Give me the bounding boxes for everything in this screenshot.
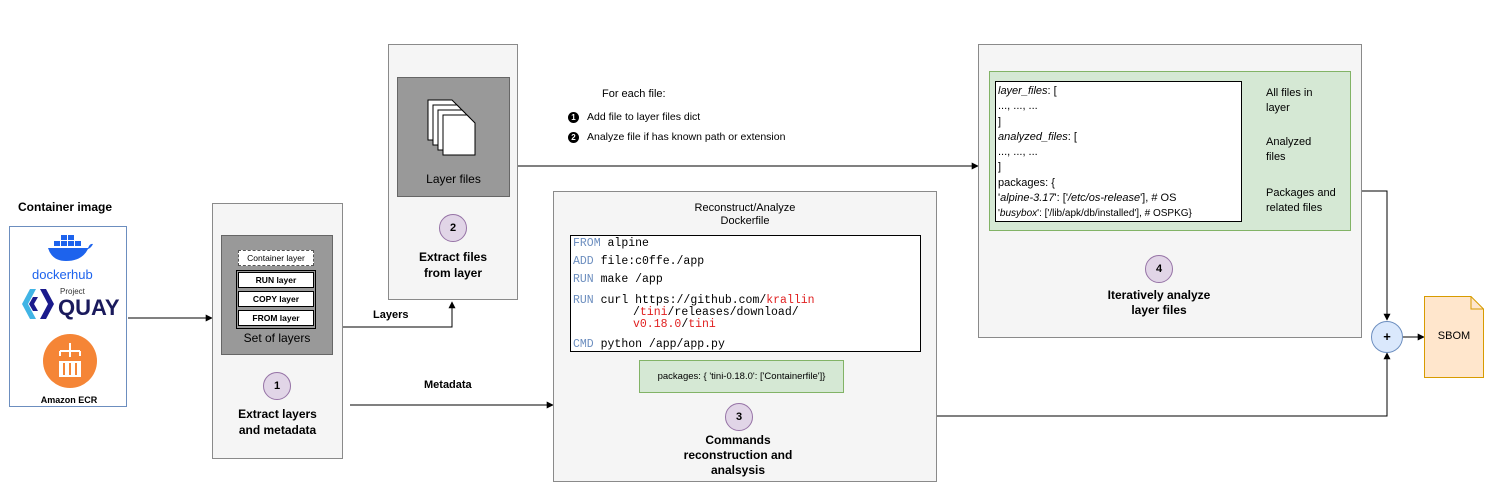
annotation-packages: Packages and related files — [1266, 186, 1336, 216]
step3-title-line3: analsysis — [710, 463, 766, 477]
bullet-2-icon: 2 — [568, 131, 579, 143]
annotation-all-files-line2: layer — [1266, 102, 1290, 114]
step2-title-line1: Extract files — [418, 250, 488, 264]
dict-line-5: ..., ..., ... — [998, 146, 1038, 159]
annotation-packages-line1: Packages and — [1266, 187, 1336, 199]
annotation-analyzed-files: Analyzed files — [1266, 135, 1311, 165]
dockerfile-box — [570, 235, 921, 352]
dockerfile-line-add: ADD file:c0ffe./app — [573, 255, 705, 268]
dict-line-7: packages: { — [998, 176, 1055, 189]
annotation-all-files: All files in layer — [1266, 86, 1312, 116]
step2-title-line2: from layer — [423, 266, 483, 280]
docker-whale-icon — [48, 235, 93, 261]
layer-files-label: Layer files — [426, 172, 481, 186]
dict-line-2: ..., ..., ... — [998, 100, 1038, 113]
layers-group — [236, 270, 316, 329]
for-each-title: For each file: — [602, 88, 666, 100]
copy-layer: COPY layer — [238, 291, 314, 307]
step4-title-line1: Iteratively analyze — [1107, 288, 1211, 302]
for-each-item-1: 1 Add file to layer files dict — [568, 111, 700, 123]
dockerfile-line-from: FROM alpine — [573, 237, 649, 250]
dockerfile-line-run2-cont1: /tini/releases/download/ — [633, 306, 799, 319]
dict-line-8: 'alpine-3.17': ['/etc/os-release'], # OS — [998, 192, 1177, 205]
files-stack-icon — [427, 99, 476, 156]
from-layer: FROM layer — [238, 310, 314, 326]
dict-line-9: 'busybox': ['/lib/apk/db/installed'], # … — [998, 208, 1192, 220]
dict-line-6: ] — [998, 161, 1002, 174]
dict-line-4: analyzed_files: [ — [998, 130, 1077, 143]
step4-title-line2: layer files — [1131, 303, 1187, 317]
step4-dict-box: layer_files: [ ..., ..., ... ] analyzed_… — [995, 81, 1242, 222]
step1-badge: 1 — [263, 372, 291, 400]
annotation-packages-line2: related files — [1266, 202, 1323, 214]
container-image-title: Container image — [18, 200, 113, 214]
annotation-analyzed-files-line1: Analyzed — [1266, 136, 1312, 148]
sbom-document-icon — [1424, 296, 1484, 378]
annotation-all-files-line1: All files in — [1266, 87, 1313, 99]
layers-edge-label: Layers — [373, 309, 409, 321]
step3-title-line2: reconstruction and — [683, 448, 793, 462]
step3-title-line1: Commands — [705, 433, 771, 447]
step3-title: Commands reconstruction and analsysis — [553, 433, 923, 478]
for-each-item-2: 2 Analyze file if has known path or exten… — [568, 131, 785, 143]
amazon-ecr-icon — [43, 334, 97, 388]
dockerfile-line-cmd: CMD python /app/app.py — [573, 338, 725, 351]
arrow-step3-to-merge — [937, 352, 1391, 417]
step4-badge: 4 — [1145, 255, 1173, 283]
for-each-item-2-text: Analyze file if has known path or extens… — [587, 131, 786, 143]
step3-header-line2: Dockerfile — [720, 215, 770, 227]
annotation-analyzed-files-line2: files — [1266, 151, 1286, 163]
container-image-box: dockerhub Project QUAY Amazon ECR — [9, 226, 127, 407]
run-layer: RUN layer — [238, 272, 314, 288]
sbom-label: SBOM — [1437, 330, 1471, 342]
dockerhub-logo: dockerhub — [32, 267, 93, 282]
step1-title-line2: and metadata — [238, 423, 317, 437]
step3-header: Reconstruct/Analyze Dockerfile — [553, 202, 937, 228]
dict-line-3: ] — [998, 115, 1002, 128]
quay-logo: QUAY — [58, 295, 120, 320]
step1-title-line1: Extract layers — [238, 407, 317, 421]
step2-badge: 2 — [439, 214, 467, 242]
arrow-step4-to-merge — [1362, 190, 1391, 321]
arrow-layers-to-step2 — [343, 301, 456, 328]
bullet-1-icon: 1 — [568, 111, 579, 123]
merge-node: + — [1371, 321, 1403, 353]
dockerfile-line-run2-cont2: v0.18.0/tini — [633, 318, 716, 331]
container-layer: Container layer — [238, 250, 314, 266]
step4-title: Iteratively analyze layer files — [978, 288, 1340, 318]
step2-title: Extract files from layer — [388, 249, 518, 281]
set-of-layers-label: Set of layers — [243, 331, 311, 345]
metadata-edge-label: Metadata — [424, 379, 472, 391]
quay-icon — [22, 289, 54, 319]
dict-line-1: layer_files: [ — [998, 85, 1057, 97]
dockerfile-line-run2: RUN curl https://github.com/krallin — [573, 294, 815, 307]
step3-badge: 3 — [725, 403, 753, 431]
amazon-ecr-label: Amazon ECR — [40, 395, 98, 405]
quay-project-label: Project — [60, 287, 85, 296]
dockerfile-line-run1: RUN make /app — [573, 273, 663, 286]
step3-header-line1: Reconstruct/Analyze — [694, 202, 796, 214]
step1-title: Extract layers and metadata — [212, 406, 343, 438]
for-each-item-1-text: Add file to layer files dict — [587, 111, 701, 123]
step3-packages-box: packages: { 'tini-0.18.0': ['Containerfi… — [639, 360, 844, 393]
